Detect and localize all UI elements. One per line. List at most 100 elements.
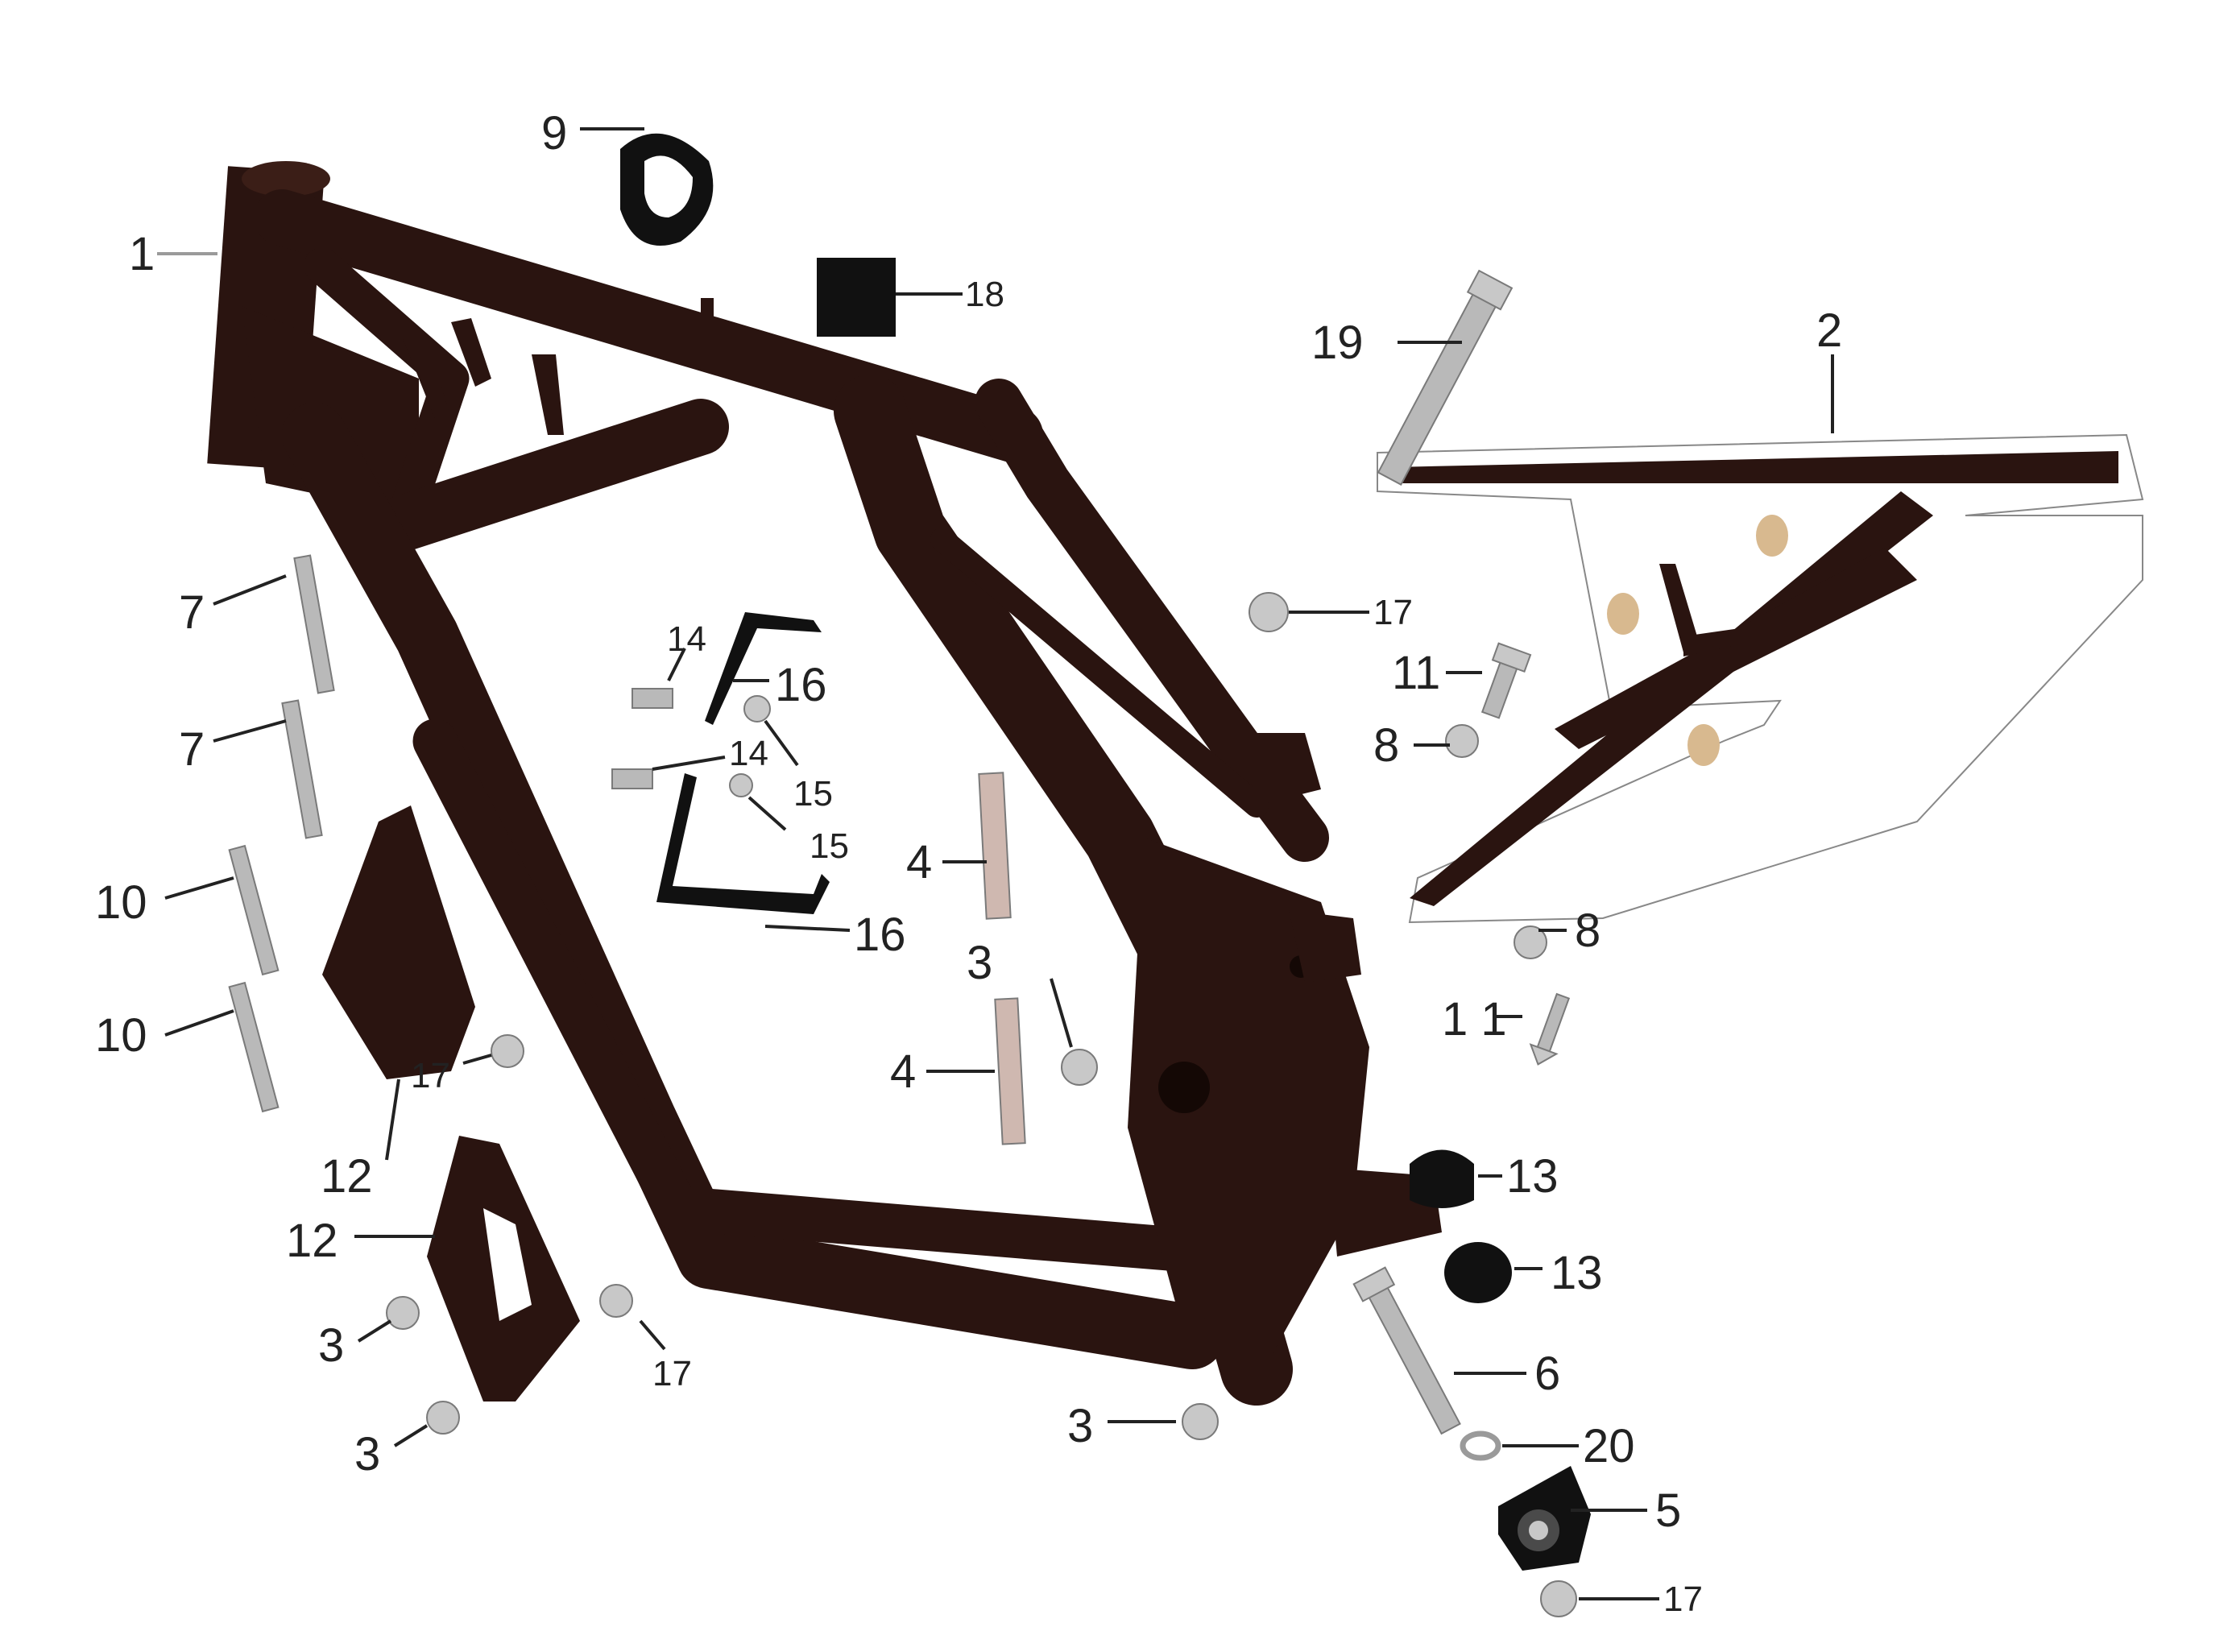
callout-15: 15 — [793, 774, 833, 814]
tank-mount-2 — [451, 318, 491, 387]
callout-17: 17 — [1373, 593, 1413, 632]
inner-brace — [375, 399, 729, 552]
callout-14: 14 — [667, 619, 706, 659]
leader-3c — [393, 1424, 429, 1447]
callout-8: 8 — [1373, 719, 1399, 772]
rear-subframe — [975, 379, 1329, 862]
leader-14b — [652, 756, 726, 771]
callout-19: 19 — [1311, 317, 1364, 369]
callout-3: 3 — [1067, 1400, 1093, 1452]
leader-15a — [764, 719, 799, 767]
callout-7: 7 — [179, 723, 205, 776]
axle-head — [1466, 269, 1514, 311]
swingarm-lower-arm — [1555, 548, 1917, 749]
bumper-13-lower — [1444, 1242, 1512, 1303]
callout-16: 16 — [854, 909, 906, 961]
nut-15-upper — [743, 695, 771, 722]
bolt-6-head — [1352, 1266, 1396, 1302]
bolts-7 — [281, 554, 335, 839]
nut-17-top — [1249, 592, 1289, 632]
bolt-11-lower-shaft — [1536, 992, 1571, 1053]
leader-12a — [385, 1079, 400, 1161]
callout-3: 3 — [354, 1428, 380, 1480]
callout-11: 11 — [1392, 647, 1440, 699]
leader-7b — [213, 719, 287, 743]
nut-17-lower-plate — [599, 1284, 633, 1318]
black-square-part — [817, 258, 896, 337]
steering-head-top — [242, 161, 330, 197]
callout-2: 2 — [1816, 304, 1842, 357]
callout-13: 13 — [1506, 1150, 1559, 1203]
leader-10b — [164, 1009, 234, 1037]
callout-labels: 1 2 3 3 3 3 4 4 5 6 7 7 8 8 9 10 10 11 1… — [95, 107, 1842, 1619]
leader-7a — [213, 574, 287, 606]
leader-3b — [357, 1319, 392, 1343]
callout-10: 10 — [95, 876, 147, 929]
nut-3-plate-upper — [386, 1296, 420, 1330]
bracket-16-lower — [656, 773, 830, 914]
callout-18: 18 — [965, 275, 1004, 314]
bolts-10 — [228, 844, 280, 1113]
callout-4: 4 — [890, 1045, 916, 1098]
bolt-11-upper-head — [1491, 642, 1532, 673]
upper-brace — [304, 247, 470, 542]
bolt-6 — [1352, 1266, 1461, 1435]
pin-4-lower — [994, 997, 1026, 1145]
bracket-16-upper — [705, 612, 822, 725]
main-frame — [207, 161, 1442, 1406]
swingarm-upper-arm — [1393, 451, 2118, 483]
callout-10: 10 — [95, 1009, 147, 1062]
nut-8-lower — [1514, 925, 1547, 959]
callout-16: 16 — [775, 659, 827, 711]
callout-17: 17 — [1663, 1580, 1703, 1619]
callout-5: 5 — [1655, 1484, 1681, 1537]
callout-8: 8 — [1575, 905, 1600, 957]
chain-roller-5 — [1498, 1466, 1591, 1571]
nut-17-bottom — [1540, 1580, 1577, 1617]
bolt-11-lower — [1529, 992, 1571, 1066]
swingarm-tab — [1659, 564, 1700, 652]
nut-3-bottom — [1182, 1403, 1219, 1440]
leader-16b — [764, 925, 851, 932]
leader-15b — [747, 796, 787, 831]
washer-20 — [1460, 1430, 1501, 1461]
swingarm — [1377, 433, 2144, 924]
callout-15: 15 — [810, 826, 849, 866]
bolt-14-lower — [611, 768, 653, 789]
nut-3-plate-lower — [426, 1401, 460, 1435]
swingarm-bushing-1 — [1756, 515, 1788, 557]
swingarm-bushing-3 — [1687, 724, 1720, 766]
roller-hub — [1529, 1521, 1548, 1540]
callout-1: 1 — [129, 228, 155, 280]
callout-3: 3 — [318, 1319, 344, 1372]
leader-17b — [462, 1054, 492, 1065]
swingarm-tab-2 — [1683, 628, 1740, 656]
callout-20: 20 — [1583, 1420, 1635, 1472]
bumper-13-upper — [1410, 1149, 1474, 1208]
axle-bolt — [1377, 269, 1514, 486]
leader-17c — [639, 1319, 666, 1351]
callout-17: 17 — [652, 1354, 692, 1393]
bolt-6-shaft — [1364, 1280, 1461, 1435]
bolt-11-upper — [1480, 642, 1532, 719]
leader-14a — [667, 648, 686, 681]
callout-17: 17 — [411, 1056, 450, 1095]
callout-7: 7 — [179, 586, 205, 639]
top-tab — [701, 298, 714, 346]
callout-12: 12 — [321, 1150, 373, 1203]
bolt-10-upper — [228, 844, 280, 976]
callout-14: 14 — [729, 734, 768, 773]
callout-3: 3 — [967, 937, 992, 989]
nut-3-center — [1061, 1049, 1098, 1086]
rear-engine-mount — [1240, 733, 1321, 805]
bolt-10-lower — [228, 981, 280, 1113]
nut-17-plate — [491, 1034, 524, 1068]
callout-6: 6 — [1534, 1348, 1560, 1400]
callout-13: 13 — [1551, 1247, 1603, 1299]
bolt-7-lower — [281, 699, 323, 839]
nut-8-upper — [1445, 724, 1479, 758]
callout-12: 12 — [286, 1215, 338, 1267]
leader-3a — [1050, 978, 1073, 1048]
callout-11: 1 1 — [1442, 993, 1507, 1045]
bolt-7-upper — [293, 554, 335, 694]
